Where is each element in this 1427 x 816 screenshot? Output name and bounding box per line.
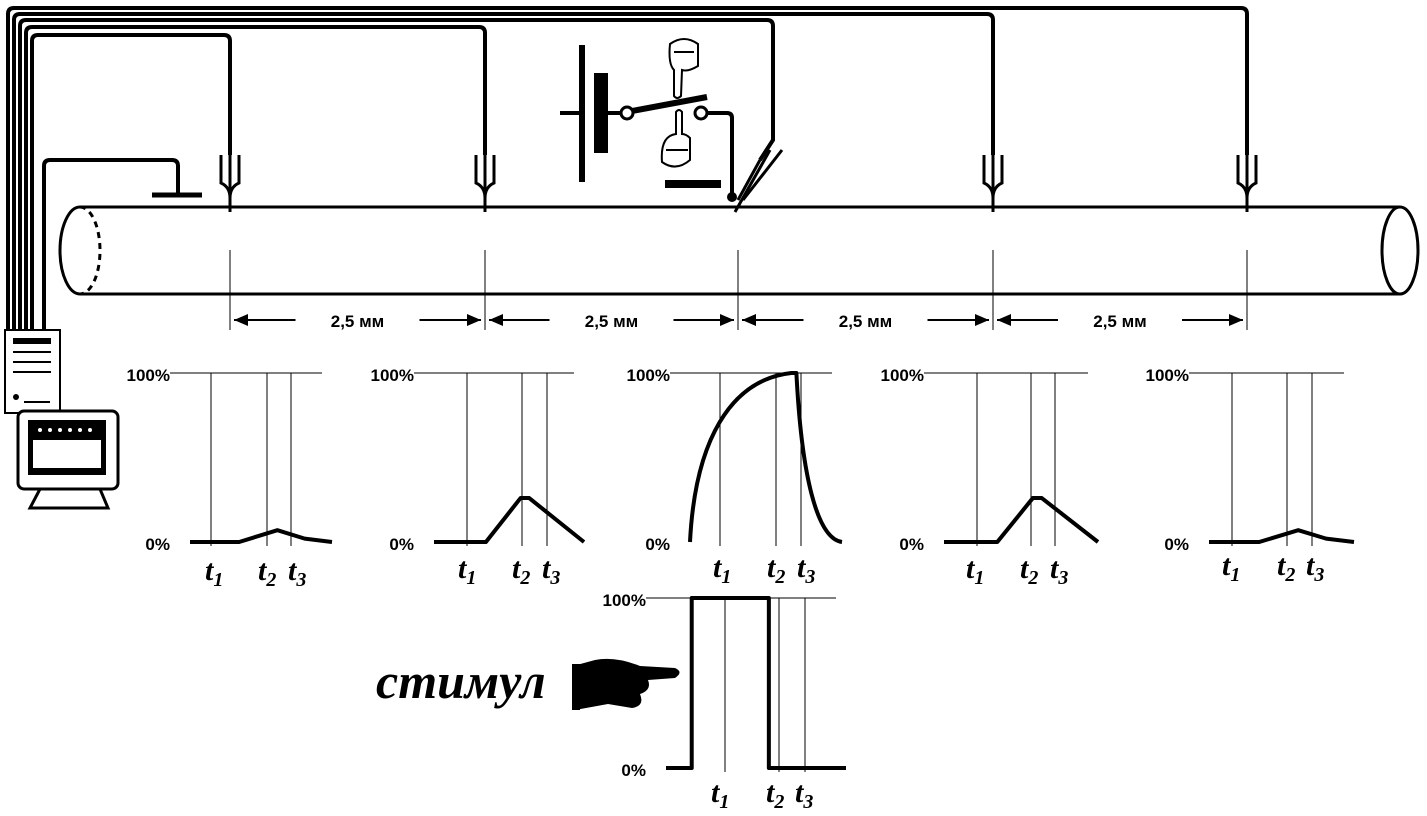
time-label-t3: t3 xyxy=(1306,549,1324,586)
computer-tower-icon xyxy=(4,329,61,414)
series-line-electrode-3 xyxy=(688,371,843,544)
arrow-head-icon xyxy=(742,314,756,326)
y-axis-bottom-label: 0% xyxy=(389,535,414,554)
wire-4 xyxy=(24,25,487,340)
wire-3 xyxy=(18,18,775,340)
time-label-t3: t3 xyxy=(288,554,306,591)
y-axis-bottom-label: 0% xyxy=(145,535,170,554)
time-label-t2: t2 xyxy=(1020,552,1038,589)
time-label-t2: t2 xyxy=(766,776,784,813)
y-axis-top-label: 100% xyxy=(603,591,646,610)
arrow-head-icon xyxy=(997,314,1011,326)
chart-electrode-5: 100% 0% t1 t2 t3 xyxy=(1146,366,1355,586)
series-line-electrode-5 xyxy=(1209,528,1355,544)
time-label-t1: t1 xyxy=(711,776,729,813)
time-label-t3: t3 xyxy=(542,552,560,589)
y-axis-top-label: 100% xyxy=(881,366,924,385)
time-label-t2: t2 xyxy=(767,551,785,588)
arrow-head-icon xyxy=(1229,314,1243,326)
distance-markers: 2,5 мм 2,5 мм 2,5 мм 2,5 мм xyxy=(229,250,1248,331)
y-axis-top-label: 100% xyxy=(1146,366,1189,385)
arrow-head-icon xyxy=(234,314,248,326)
chart-electrode-4: 100% 0% t1 t2 t3 xyxy=(881,366,1100,589)
electrode-1 xyxy=(219,155,241,212)
time-label-t3: t3 xyxy=(797,551,815,588)
arrow-head-icon xyxy=(489,314,503,326)
switch-lever xyxy=(631,94,708,114)
computer xyxy=(4,329,120,510)
monitor-icon xyxy=(16,409,120,510)
y-axis-top-label: 100% xyxy=(127,366,170,385)
wire-ground xyxy=(42,158,180,340)
wire-2 xyxy=(12,12,995,340)
electrode-2 xyxy=(474,155,496,212)
finger-up-icon xyxy=(660,109,691,168)
time-label-t2: t2 xyxy=(1277,549,1295,586)
y-axis-bottom-label: 0% xyxy=(899,535,924,554)
distance-label: 2,5 мм xyxy=(1093,312,1147,331)
time-label-t1: t1 xyxy=(1222,549,1240,586)
time-label-t3: t3 xyxy=(795,776,813,813)
stimulus-label: стимул xyxy=(376,653,546,709)
wires xyxy=(6,6,1249,340)
chart-electrode-3: 100% 0% t1 t2 t3 xyxy=(627,366,843,588)
chart-electrode-1: 100% 0% t1 t2 t3 xyxy=(127,366,333,591)
series-line-electrode-2 xyxy=(434,496,586,544)
time-label-t1: t1 xyxy=(966,552,984,589)
wire-1 xyxy=(6,6,1249,340)
distance-label: 2,5 мм xyxy=(585,312,639,331)
arrow-head-icon xyxy=(720,314,734,326)
distance-label: 2,5 мм xyxy=(839,312,893,331)
y-axis-bottom-label: 0% xyxy=(645,535,670,554)
time-label-t3: t3 xyxy=(1050,552,1068,589)
arrow-head-icon xyxy=(467,314,481,326)
time-label-t1: t1 xyxy=(713,551,731,588)
series-line-electrode-1 xyxy=(190,528,333,544)
chart-stimulus: 100% 0% t1 t2 t3 xyxy=(603,591,846,813)
y-axis-top-label: 100% xyxy=(627,366,670,385)
pointing-hand-icon xyxy=(572,658,680,710)
stimulus-circuit xyxy=(560,38,737,202)
finger-down-icon xyxy=(668,38,699,99)
y-axis-bottom-label: 0% xyxy=(1164,535,1189,554)
time-label-t1: t1 xyxy=(205,554,223,591)
nerve-fiber xyxy=(58,205,1420,296)
series-line-electrode-4 xyxy=(944,496,1100,544)
electrode-4 xyxy=(982,155,1004,212)
time-label-t2: t2 xyxy=(512,552,530,589)
distance-label: 2,5 мм xyxy=(331,312,385,331)
time-label-t2: t2 xyxy=(258,554,276,591)
y-axis-top-label: 100% xyxy=(371,366,414,385)
electrodes xyxy=(219,149,1258,213)
wire-5 xyxy=(30,33,232,340)
stimulating-electrode xyxy=(733,149,784,213)
time-label-t1: t1 xyxy=(458,552,476,589)
electrode-5 xyxy=(1236,155,1258,212)
y-axis-bottom-label: 0% xyxy=(621,761,646,780)
chart-electrode-2: 100% 0% t1 t2 t3 xyxy=(371,366,586,589)
arrow-head-icon xyxy=(975,314,989,326)
series-line-stimulus xyxy=(666,596,846,770)
